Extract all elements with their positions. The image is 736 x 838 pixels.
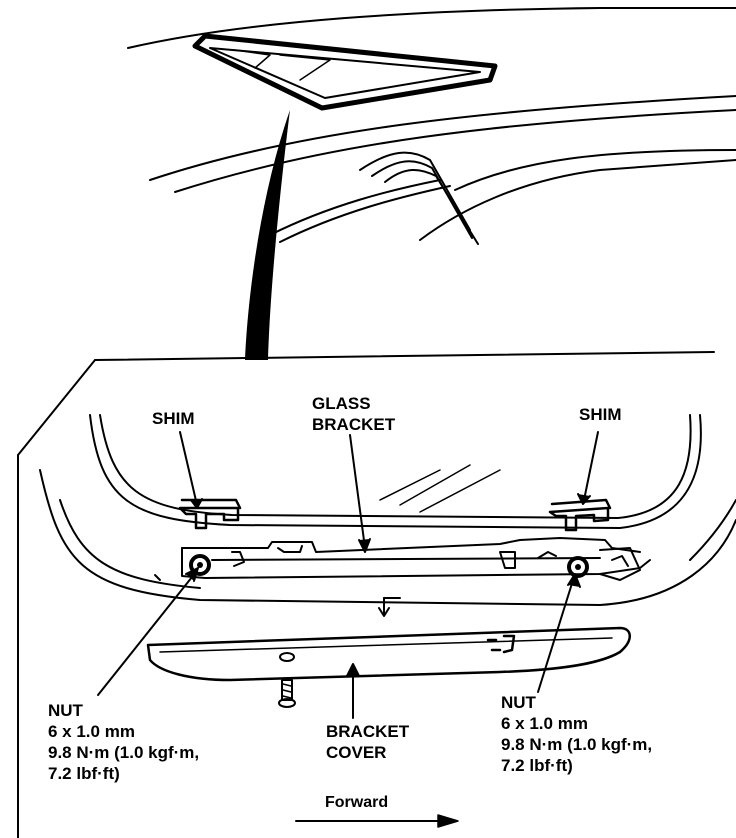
- label-nut-right: NUT 6 x 1.0 mm 9.8 N·m (1.0 kgf·m, 7.2 l…: [501, 693, 653, 775]
- glass-reflection-lines: [379, 464, 501, 513]
- reference-mark: [378, 597, 401, 617]
- label-forward: Forward: [325, 794, 389, 811]
- label-glass-bracket: GLASS BRACKET: [312, 394, 396, 434]
- label-shim-left: SHIM: [152, 409, 195, 428]
- label-nut-left: NUT 6 x 1.0 mm 9.8 N·m (1.0 kgf·m, 7.2 l…: [48, 701, 200, 783]
- glass-bracket-rail: [154, 537, 651, 581]
- label-shim-right: SHIM: [579, 405, 622, 424]
- screw: [278, 652, 296, 708]
- bracket-cover-part: [146, 626, 631, 682]
- nut-right: [567, 556, 589, 578]
- nut-left: [189, 554, 211, 576]
- car-roof-illustration: [127, 7, 736, 245]
- detail-callout-pointer: [245, 110, 290, 360]
- roof-panel-outline: [39, 414, 736, 606]
- sunroof-glass-outline: [192, 33, 498, 111]
- forward-arrow: [295, 814, 459, 828]
- label-bracket-cover: BRACKET COVER: [326, 722, 410, 762]
- detail-frame: [17, 351, 715, 838]
- shim-right: [548, 498, 612, 532]
- leader-lines: [97, 431, 599, 719]
